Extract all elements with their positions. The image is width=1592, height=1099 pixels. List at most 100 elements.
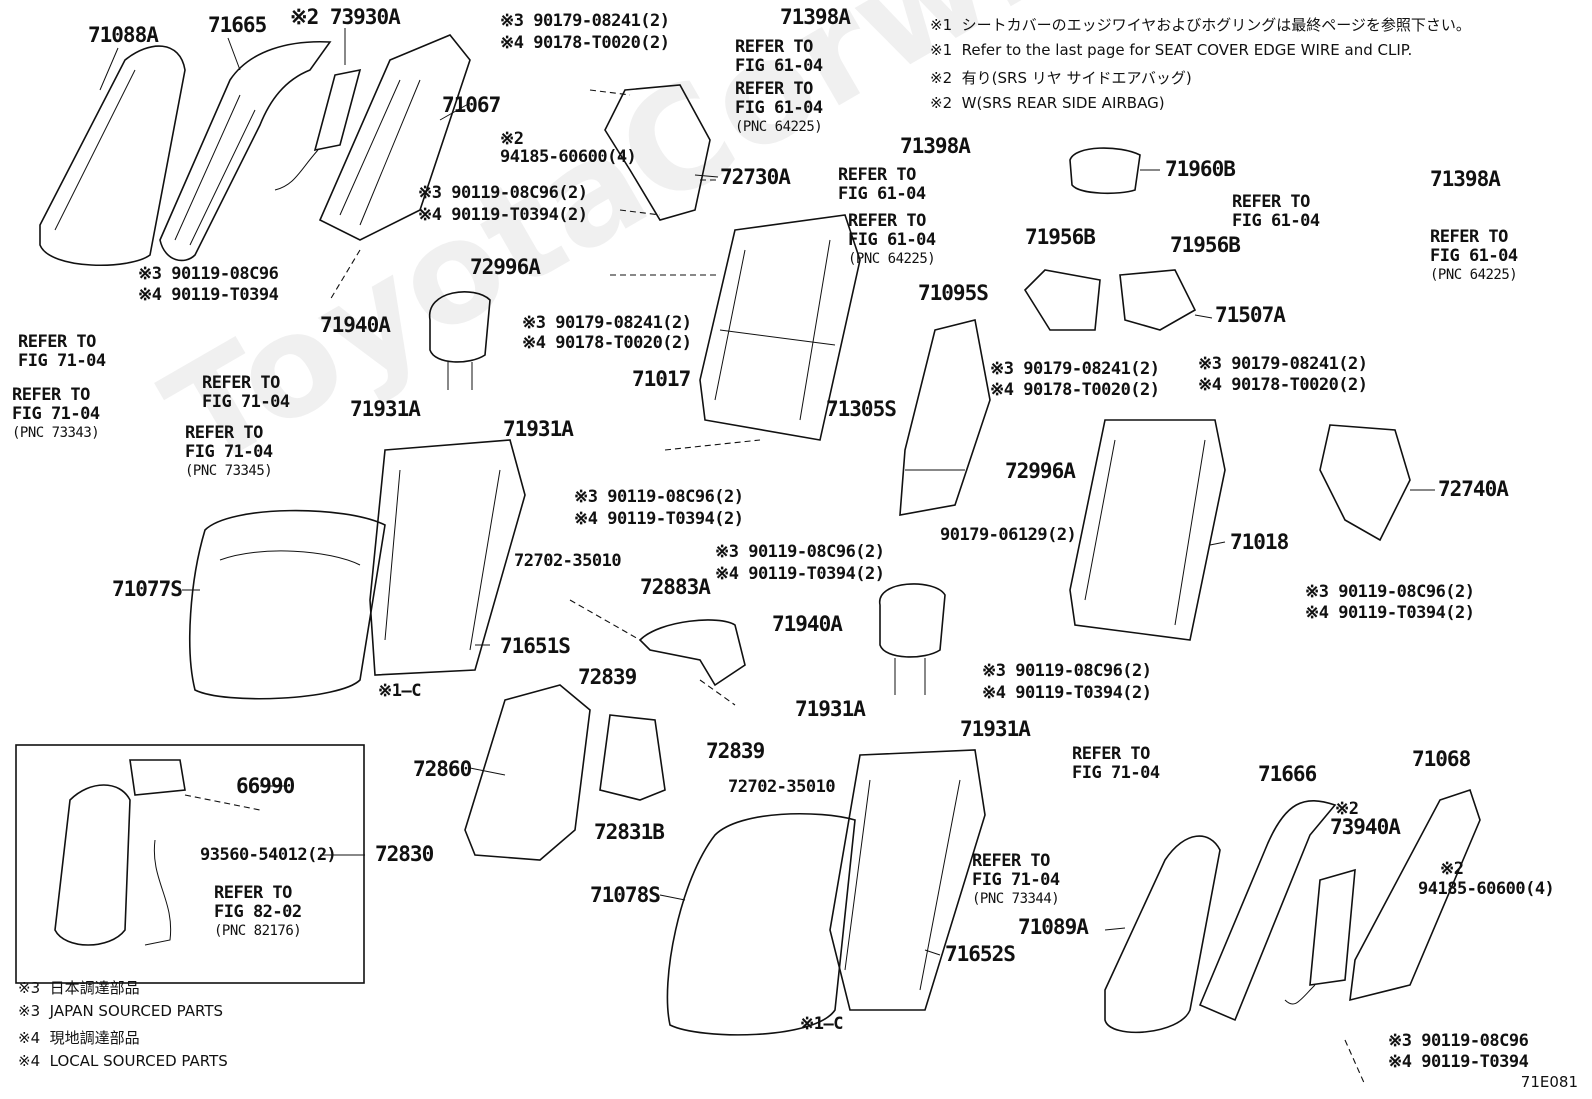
part-71940A-top-shape	[429, 291, 491, 363]
part-label-72702-a: 72702-35010	[514, 551, 622, 571]
part-label-71398A-3: 71398A	[1430, 167, 1501, 191]
part-71077S-shape	[189, 509, 386, 700]
note-japan-en: ※3 JAPAN SOURCED PARTS	[18, 1002, 223, 1020]
note-text: シートカバーのエッジワイヤおよびホグリングは最終ページを参照下さい。	[961, 16, 1471, 34]
part-71305S-shape	[899, 319, 991, 516]
part-label-note-c-1: ※1—C	[378, 681, 421, 701]
part-label-71665: 71665	[208, 13, 267, 37]
part-71095S-shape	[1023, 269, 1101, 331]
part-label-71068: 71068	[1412, 747, 1471, 771]
refer-line: FIG 61-04	[848, 230, 936, 250]
note-text: Refer to the last page for SEAT COVER ED…	[961, 41, 1413, 59]
part-71665-shape	[159, 40, 332, 262]
note-mark: ※2	[930, 94, 953, 112]
part-label-72839-a: 72839	[578, 665, 637, 689]
part-label-90178-c: ※4 90178-T0020(2)	[990, 380, 1160, 400]
part-label-72831B: 72831B	[594, 820, 665, 844]
part-label-90119-g: ※3 90119-08C96(2)	[715, 542, 885, 562]
part-label-90119-i: ※3 90119-08C96(2)	[1305, 582, 1475, 602]
refer-pnc: (PNC 64225)	[735, 119, 823, 135]
note-seat-cover-jp: ※1 シートカバーのエッジワイヤおよびホグリングは最終ページを参照下さい。	[930, 14, 1471, 35]
part-71507A-shape	[1119, 269, 1197, 331]
part-label-90119-l: ※4 90119-T0394(2)	[982, 683, 1152, 703]
refer-pnc: (PNC 73343)	[12, 425, 100, 441]
refer-line: FIG 61-04	[838, 184, 926, 204]
part-label-71940A-1: 71940A	[320, 313, 391, 337]
part-label-90119-n: ※4 90119-T0394	[1388, 1052, 1529, 1072]
part-71088A-shape	[39, 45, 186, 267]
part-label-90179-c: ※3 90179-08241(2)	[990, 359, 1160, 379]
part-label-90119-j: ※4 90119-T0394(2)	[1305, 603, 1475, 623]
note-mark: ※1	[930, 41, 953, 59]
note-text: W(SRS REAR SIDE AIRBAG)	[961, 94, 1165, 112]
note-mark: ※4	[18, 1052, 41, 1070]
refer-line: FIG 61-04	[1232, 211, 1320, 231]
part-label-90119-k: ※3 90119-08C96(2)	[982, 661, 1152, 681]
note-text: JAPAN SOURCED PARTS	[49, 1002, 224, 1020]
part-label-71651S: 71651S	[500, 634, 571, 658]
part-label-71077S: 71077S	[112, 577, 183, 601]
note-text: 有り(SRS リヤ サイドエアバッグ)	[961, 69, 1192, 87]
part-label-94185-note: ※2	[500, 129, 524, 149]
refer-line: FIG 71-04	[12, 404, 100, 424]
note-mark: ※3	[18, 979, 41, 997]
part-71068-shape	[1349, 788, 1481, 1002]
part-label-73940A: 73940A	[1330, 815, 1401, 839]
part-72883A-shape	[638, 619, 746, 687]
refer-line: REFER TO	[838, 165, 916, 185]
part-label-73930A: ※2 73930A	[290, 5, 401, 29]
part-label-90119-h: ※4 90119-T0394(2)	[715, 564, 885, 584]
part-label-90179-top: ※3 90179-08241(2)	[500, 11, 670, 31]
part-label-93560: 93560-54012(2)	[200, 845, 337, 865]
part-label-72730A: 72730A	[720, 165, 791, 189]
refer-pnc: (PNC 82176)	[214, 923, 302, 939]
part-label-72860: 72860	[413, 757, 472, 781]
part-label-90119-d: ※4 90119-T0394	[138, 285, 279, 305]
refer-line: REFER TO	[848, 211, 926, 231]
refer-line: FIG 71-04	[1072, 763, 1160, 783]
refer-line: FIG 71-04	[202, 392, 290, 412]
refer-line: REFER TO	[1232, 192, 1310, 212]
part-73930A-shape	[313, 68, 362, 152]
part-label-72996A-1: 72996A	[470, 255, 541, 279]
part-label-71398A-2: 71398A	[900, 134, 971, 158]
part-label-71305S: 71305S	[826, 397, 897, 421]
part-72730A-shape	[604, 84, 711, 221]
part-71652S-shape	[829, 749, 986, 1011]
refer-line: FIG 61-04	[735, 98, 823, 118]
part-label-90179-b: ※3 90179-08241(2)	[522, 313, 692, 333]
refer-line: FIG 61-04	[1430, 246, 1518, 266]
note-text: 日本調達部品	[49, 979, 140, 997]
part-71651S-shape	[369, 439, 526, 676]
note-seat-cover-en: ※1 Refer to the last page for SEAT COVER…	[930, 41, 1412, 59]
part-label-90119-e: ※3 90119-08C96(2)	[574, 487, 744, 507]
part-label-66990: 66990	[236, 774, 295, 798]
refer-line: REFER TO	[202, 373, 280, 393]
refer-line: REFER TO	[18, 332, 96, 352]
part-label-71078S: 71078S	[590, 883, 661, 907]
part-label-90119-c: ※3 90119-08C96	[138, 264, 279, 284]
part-71089A-shape	[1104, 835, 1221, 1034]
part-label-71931A-2: 71931A	[503, 417, 574, 441]
part-label-note-c-2: ※1—C	[800, 1014, 843, 1034]
part-label-71095S: 71095S	[918, 281, 989, 305]
part-label-72883A: 72883A	[640, 575, 711, 599]
note-text: LOCAL SOURCED PARTS	[49, 1052, 228, 1070]
refer-line: FIG 71-04	[185, 442, 273, 462]
refer-line: REFER TO	[972, 851, 1050, 871]
refer-pnc: (PNC 73344)	[972, 891, 1060, 907]
part-label-71666: 71666	[1258, 762, 1317, 786]
note-mark: ※1	[930, 16, 953, 34]
refer-line: FIG 71-04	[18, 351, 106, 371]
refer-pnc: (PNC 64225)	[1430, 267, 1518, 283]
